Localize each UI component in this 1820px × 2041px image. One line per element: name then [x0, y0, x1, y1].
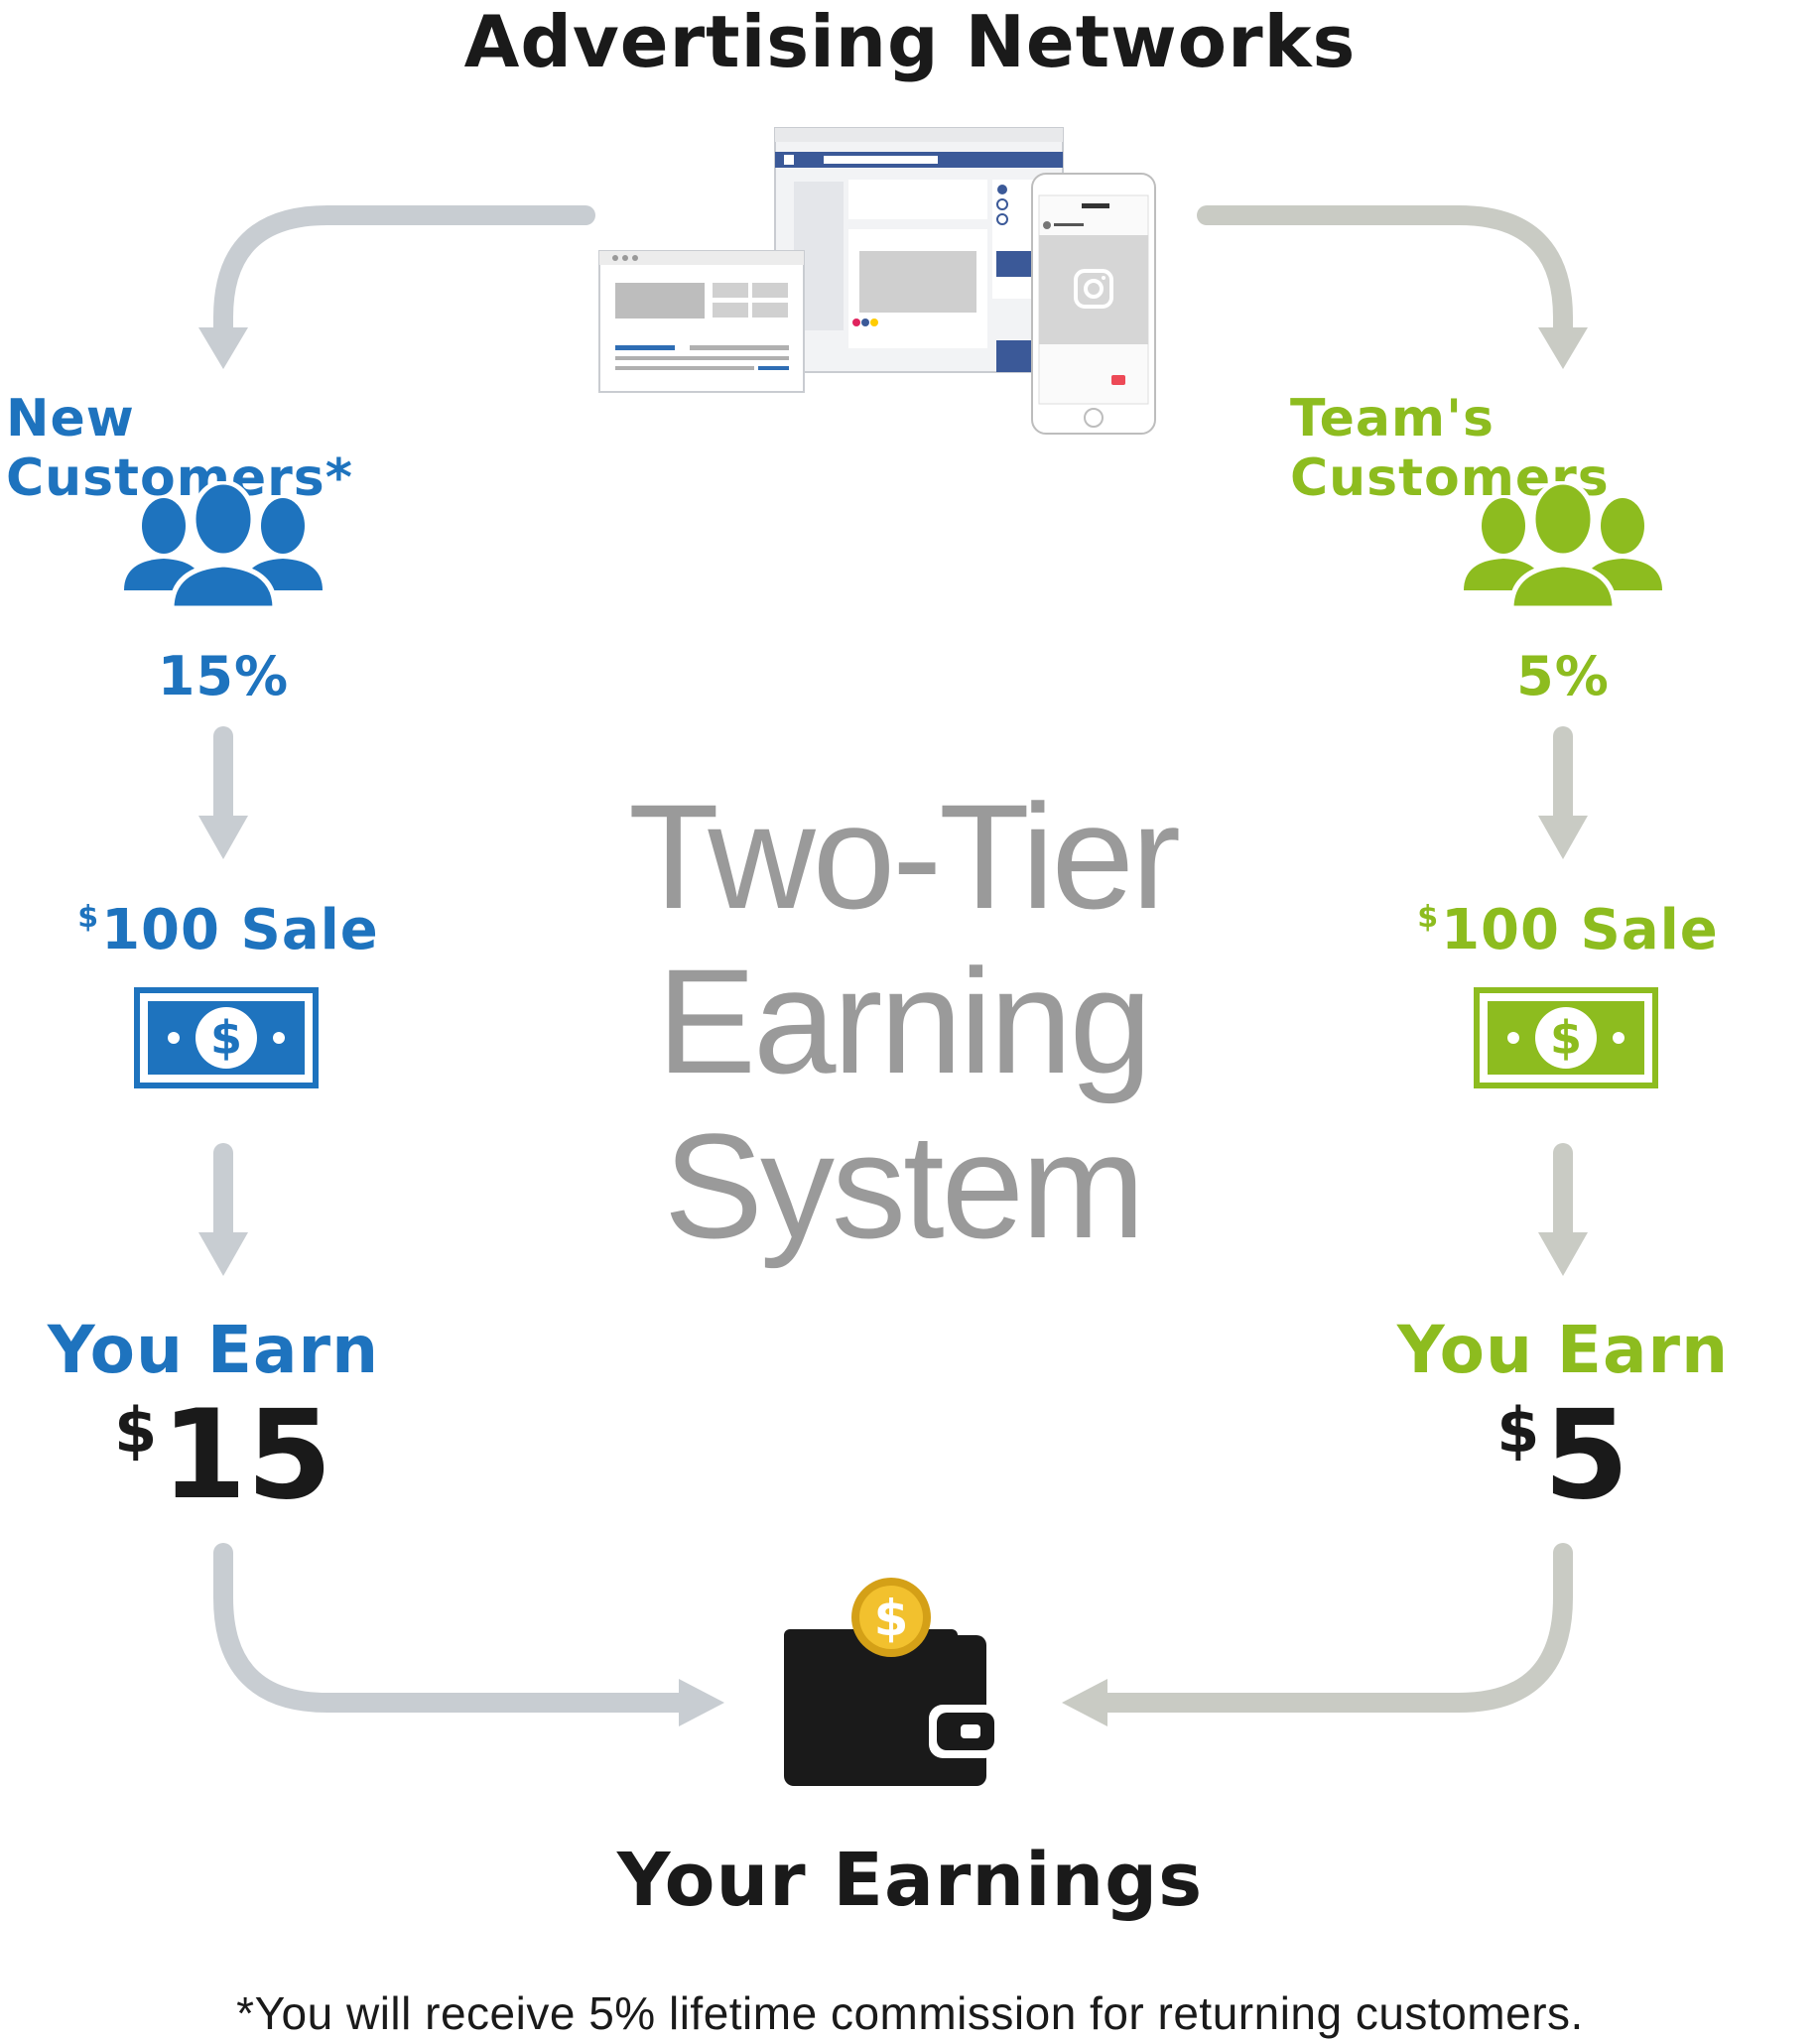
svg-text:$: $	[210, 1011, 242, 1065]
arrow-top-left	[213, 205, 595, 345]
team-customers-sale: $100 Sale	[1360, 898, 1776, 962]
amount-dollar-sign: $	[1496, 1394, 1540, 1467]
system-name-line-1: Two-Tier	[628, 773, 1181, 940]
you-earn-label-right: You Earn	[1396, 1312, 1730, 1388]
you-earn-label-left: You Earn	[47, 1312, 380, 1388]
sale-dollar-sign: $	[1417, 900, 1440, 935]
people-group-icon	[1464, 481, 1662, 610]
dollar-bill-icon: $	[134, 987, 319, 1088]
facebook-window-icon	[774, 127, 1064, 373]
amount-dollar-sign: $	[114, 1394, 158, 1467]
gold-coin-icon: $	[851, 1578, 931, 1657]
generic-browser-icon	[598, 250, 805, 393]
system-name-line-3: System	[663, 1102, 1145, 1269]
sale-dollar-sign: $	[77, 900, 100, 935]
arrow-bottom-right	[1092, 1543, 1573, 1713]
arrow-top-right	[1197, 205, 1573, 345]
earn-amount-right: $5	[1340, 1384, 1786, 1527]
sale-amount: 100 Sale	[101, 898, 379, 962]
team-customers-percent: 5%	[1516, 645, 1610, 707]
footnote: *You will receive 5% lifetime commission…	[236, 1987, 1584, 2039]
svg-text:$: $	[1550, 1011, 1582, 1065]
amount-value: 15	[161, 1384, 332, 1527]
system-name: Two-Tier Earning System	[556, 774, 1250, 1268]
browser-windows-icon	[598, 127, 1156, 435]
earn-amount-left: $15	[0, 1384, 447, 1527]
amount-value: 5	[1543, 1384, 1629, 1527]
your-earnings-label: Your Earnings	[616, 1838, 1204, 1923]
smartphone-instagram-icon	[1031, 173, 1156, 435]
arrow-bottom-left	[213, 1543, 695, 1713]
people-group-icon	[124, 481, 323, 610]
dollar-bill-icon: $	[1474, 987, 1658, 1088]
svg-text:$: $	[874, 1590, 909, 1647]
new-customers-heading: New Customers*	[6, 389, 353, 508]
system-name-line-2: Earning	[656, 938, 1152, 1104]
page-title: Advertising Networks	[463, 0, 1357, 83]
new-customers-percent: 15%	[157, 645, 290, 707]
team-customers-heading: Team's Customers	[1290, 389, 1610, 508]
new-customers-sale: $100 Sale	[20, 898, 437, 962]
sale-amount: 100 Sale	[1441, 898, 1719, 962]
wallet-icon: $	[784, 1578, 998, 1786]
